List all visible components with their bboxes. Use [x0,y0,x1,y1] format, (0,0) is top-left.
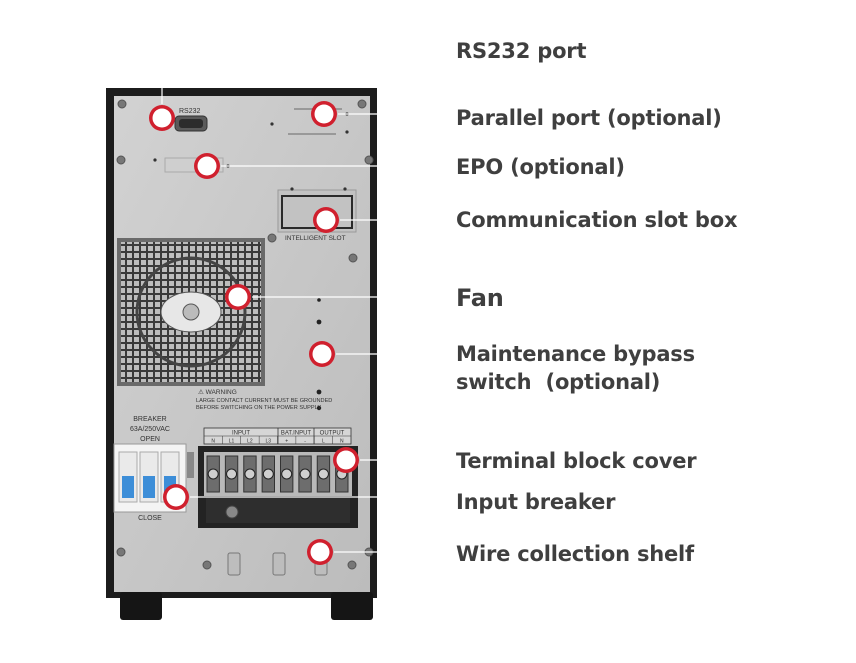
callout-label: Input breaker [456,490,616,514]
callout-epo: EPO (optional) [456,153,625,181]
callout-label: Maintenance bypass [456,342,695,366]
callout-label: RS232 port [456,39,587,63]
terminal-screw-head [226,468,238,480]
callout-parallel: Parallel port (optional) [456,104,722,132]
terminal-screw-head [207,468,219,480]
marker-epo [194,153,220,179]
warning-line-1: LARGE CONTACT CURRENT MUST BE GROUNDED [196,398,332,404]
callout-label: Fan [456,284,504,312]
terminal-screw-head [281,468,293,480]
breaker-rating: 63A/250VAC [130,426,170,433]
callout-terminal: Terminal block cover [456,447,697,475]
marker-parallel [311,101,337,127]
warning-title: ⚠ WARNING [198,388,237,396]
callout-shelf: Wire collection shelf [456,540,694,568]
callout-label: Terminal block cover [456,449,697,473]
marker-fan [225,284,251,310]
terminal-screw-head [262,468,274,480]
marker-rs232 [149,105,175,131]
terminal-col-label: N [211,439,215,445]
fan [117,238,265,386]
marker-breaker [163,484,189,510]
marker-comm [313,207,339,233]
terminal-col-label: L1 [229,439,235,445]
terminal-col-label: - [304,439,306,445]
terminal-output-label: OUTPUT [320,431,345,437]
callout-fan: Fan [456,284,504,312]
rs232-connector [174,115,208,132]
callout-bypass: Maintenance bypass switch (optional) [456,340,695,396]
breaker-title: BREAKER [133,416,166,423]
callout-label: Wire collection shelf [456,542,694,566]
callout-comm: Communication slot box [456,206,738,234]
cabinet-foot-left [120,592,162,620]
terminal-col-label: L3 [266,439,272,445]
callout-label-line-2: switch (optional) [456,370,661,394]
rs232-panel-label: RS232 [179,108,201,115]
terminal-screw-head [299,468,311,480]
breaker-close-label: CLOSE [138,515,162,522]
callout-rs232: RS232 port [456,37,586,65]
terminal-col-label: N [340,439,344,445]
terminal-col-label: L [322,439,325,445]
breaker-open-label: OPEN [140,436,160,443]
terminal-screw-head [244,468,256,480]
intelligent-slot-label: INTELLIGENT SLOT [285,235,346,242]
terminal-input-label: INPUT [232,431,250,437]
callout-breaker: Input breaker [456,488,616,516]
marker-terminal [333,447,359,473]
terminal-header [203,427,352,445]
terminal-bat-input-label: BAT.INPUT [281,431,312,437]
warning-line-2: BEFORE SWITCHING ON THE POWER SUPPLY [196,405,321,411]
marker-shelf [307,539,333,565]
marker-bypass [309,341,335,367]
terminal-col-label: L2 [247,439,253,445]
cabinet-foot-right [331,592,373,620]
terminal-screw-head [317,468,329,480]
callout-label: EPO (optional) [456,155,625,179]
callout-label: Communication slot box [456,208,738,232]
callout-label: Parallel port (optional) [456,106,722,130]
bypass-switch-area [316,298,322,411]
terminal-block [198,446,358,528]
terminal-col-label: + [285,439,288,445]
